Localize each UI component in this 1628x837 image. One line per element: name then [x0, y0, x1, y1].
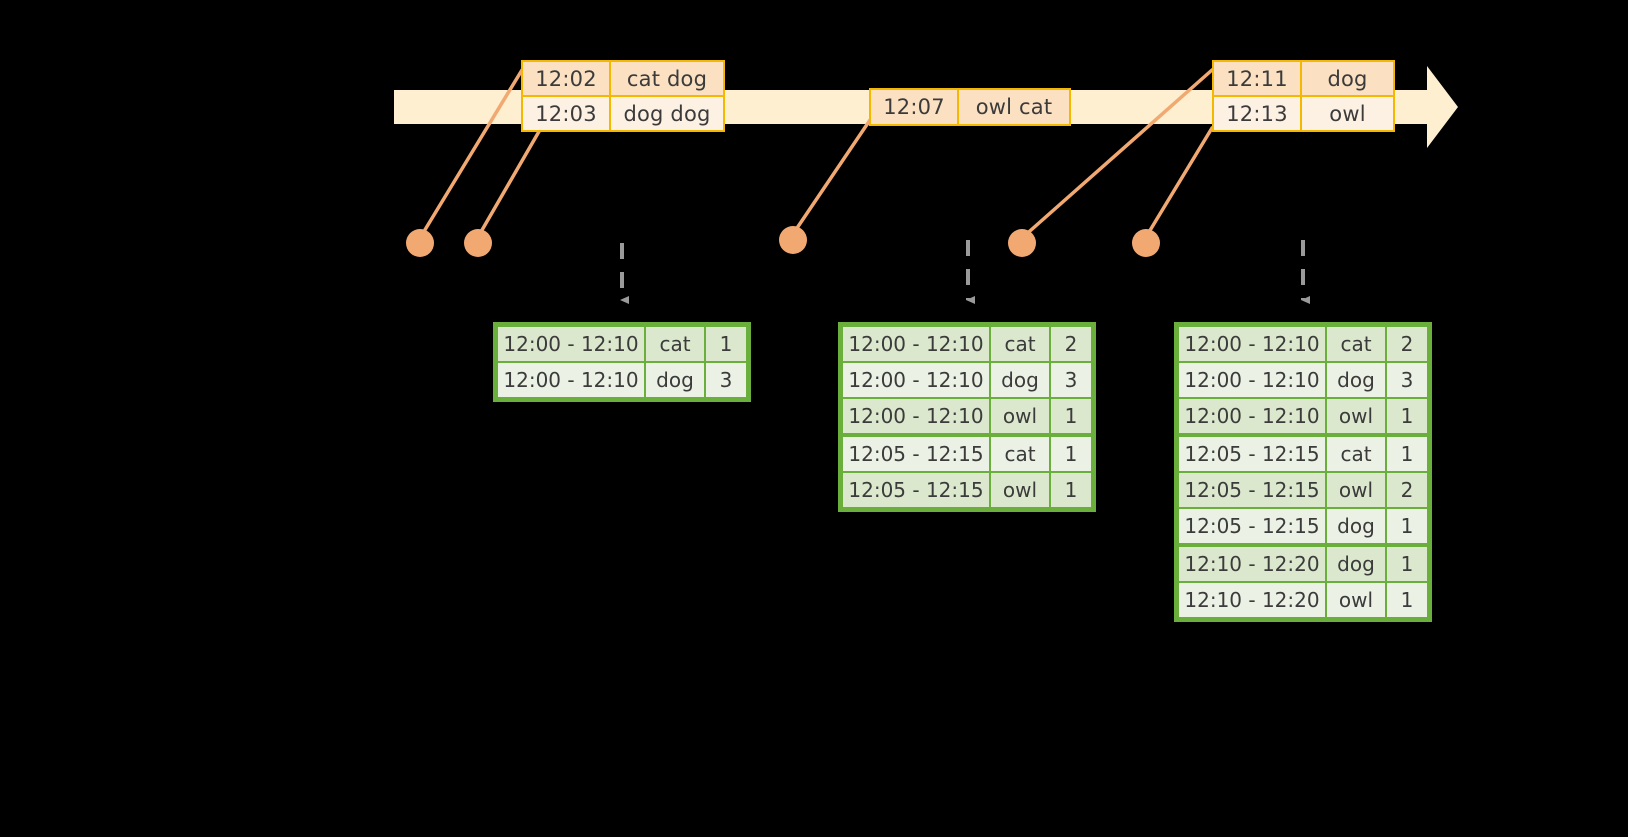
count-cell: 1: [1051, 399, 1091, 433]
event-dot-3: [779, 226, 807, 254]
key-cell: dog: [1327, 509, 1385, 543]
window-cell: 12:05 - 12:15: [1179, 473, 1325, 507]
event-marker-dots: [406, 226, 1160, 257]
window-cell: 12:00 - 12:10: [1179, 399, 1325, 433]
count-cell: 1: [706, 327, 746, 361]
count-cell: 1: [1387, 583, 1427, 617]
dashed-arrows: [620, 240, 1310, 304]
key-cell: cat: [1327, 327, 1385, 361]
count-cell: 1: [1051, 473, 1091, 507]
event-row[interactable]: 12:02 cat dog: [523, 62, 723, 95]
count-cell: 1: [1051, 437, 1091, 471]
window-cell: 12:05 - 12:15: [1179, 509, 1325, 543]
event-row[interactable]: 12:07 owl cat: [871, 90, 1069, 124]
key-cell: dog: [1327, 363, 1385, 397]
event-dot-2: [464, 229, 492, 257]
key-cell: owl: [991, 399, 1049, 433]
count-cell: 3: [1387, 363, 1427, 397]
window-cell: 12:10 - 12:20: [1179, 583, 1325, 617]
window-cell: 12:00 - 12:10: [498, 327, 644, 361]
count-cell: 2: [1051, 327, 1091, 361]
count-cell: 3: [706, 363, 746, 397]
event-value: cat dog: [611, 62, 723, 95]
count-cell: 2: [1387, 327, 1427, 361]
key-cell: owl: [1327, 399, 1385, 433]
key-cell: cat: [991, 437, 1049, 471]
event-time: 12:03: [523, 97, 611, 130]
key-cell: dog: [646, 363, 704, 397]
window-cell: 12:05 - 12:15: [843, 473, 989, 507]
connector-lines: [418, 68, 1214, 240]
event-time: 12:07: [871, 90, 959, 124]
event-value: dog dog: [611, 97, 723, 130]
event-value: owl cat: [959, 90, 1069, 124]
event-dot-4: [1008, 229, 1036, 257]
window-cell: 12:00 - 12:10: [843, 327, 989, 361]
event-row[interactable]: 12:03 dog dog: [523, 95, 723, 130]
event-dot-5: [1132, 229, 1160, 257]
event-group-1[interactable]: 12:02 cat dog 12:03 dog dog: [521, 60, 725, 132]
window-cell: 12:05 - 12:15: [843, 437, 989, 471]
event-time: 12:11: [1214, 62, 1302, 95]
count-cell: 1: [1387, 437, 1427, 471]
window-cell: 12:00 - 12:10: [498, 363, 644, 397]
window-cell: 12:00 - 12:10: [1179, 327, 1325, 361]
window-cell: 12:00 - 12:10: [843, 399, 989, 433]
key-cell: dog: [1327, 547, 1385, 581]
key-cell: owl: [1327, 583, 1385, 617]
key-cell: cat: [646, 327, 704, 361]
event-time: 12:02: [523, 62, 611, 95]
count-cell: 2: [1387, 473, 1427, 507]
key-cell: owl: [1327, 473, 1385, 507]
window-cell: 12:00 - 12:10: [843, 363, 989, 397]
key-cell: owl: [991, 473, 1049, 507]
key-cell: cat: [991, 327, 1049, 361]
event-value: owl: [1302, 97, 1393, 130]
event-dot-1: [406, 229, 434, 257]
key-cell: dog: [991, 363, 1049, 397]
count-cell: 1: [1387, 509, 1427, 543]
count-cell: 1: [1387, 547, 1427, 581]
window-cell: 12:10 - 12:20: [1179, 547, 1325, 581]
count-cell: 1: [1387, 399, 1427, 433]
event-value: dog: [1302, 62, 1393, 95]
event-row[interactable]: 12:13 owl: [1214, 95, 1393, 130]
window-cell: 12:05 - 12:15: [1179, 437, 1325, 471]
key-cell: cat: [1327, 437, 1385, 471]
event-time: 12:13: [1214, 97, 1302, 130]
count-cell: 3: [1051, 363, 1091, 397]
event-group-2[interactable]: 12:07 owl cat: [869, 88, 1071, 126]
window-cell: 12:00 - 12:10: [1179, 363, 1325, 397]
event-row[interactable]: 12:11 dog: [1214, 62, 1393, 95]
event-group-3[interactable]: 12:11 dog 12:13 owl: [1212, 60, 1395, 132]
